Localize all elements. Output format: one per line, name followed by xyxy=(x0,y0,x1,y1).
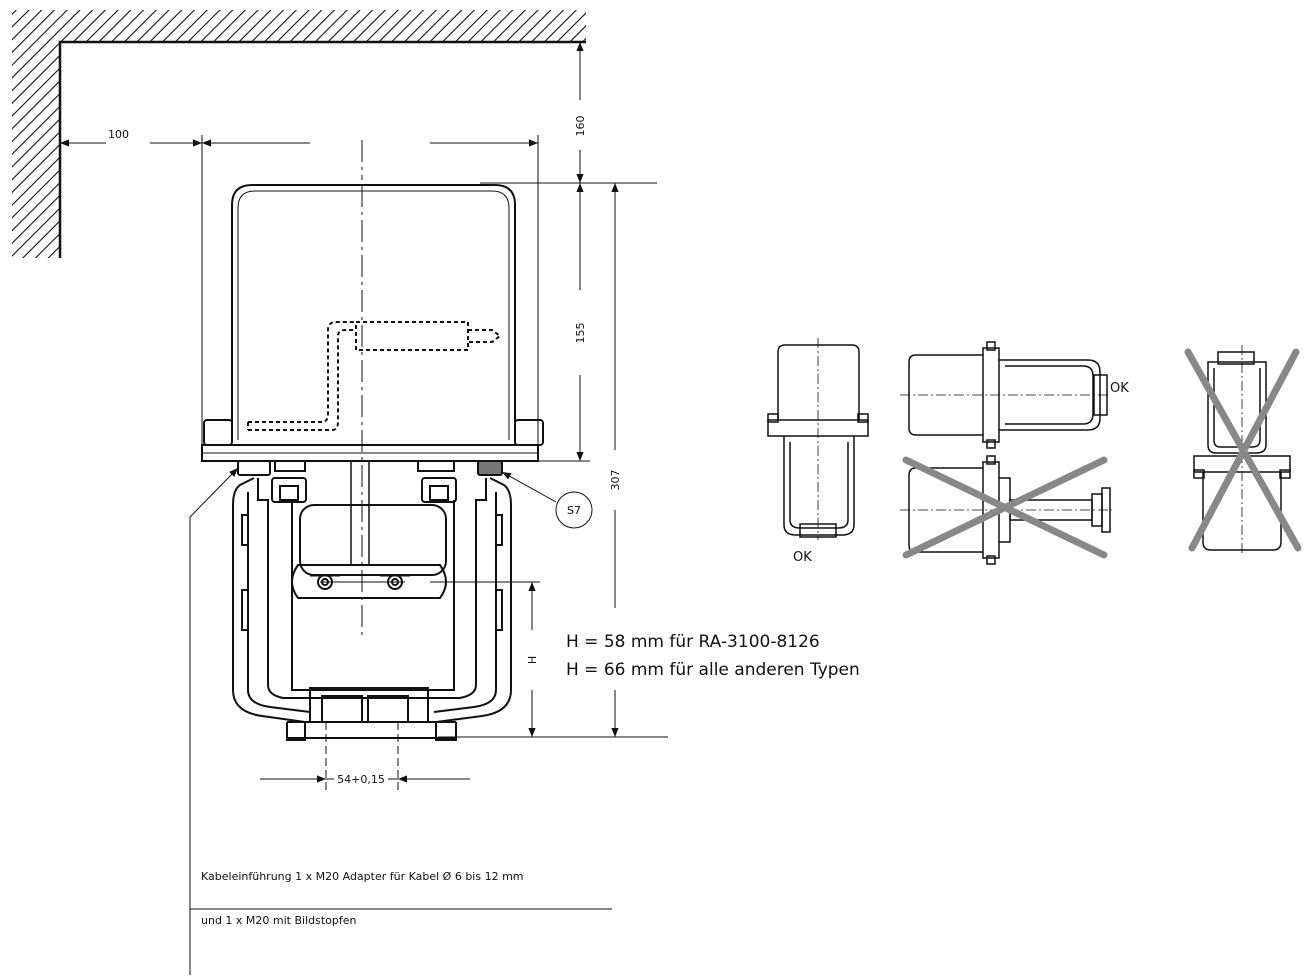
dim-307: 307 xyxy=(609,470,622,491)
label-ok-upright: OK xyxy=(793,550,812,565)
dim-155: 155 xyxy=(574,323,587,344)
cable-gland-left xyxy=(237,460,271,476)
dim-160: 160 xyxy=(574,116,587,137)
s7-callout-circle xyxy=(555,491,593,529)
cross-mark-extended xyxy=(902,456,1108,559)
dim-h: H xyxy=(526,656,539,664)
label-ok-horizontal: OK xyxy=(1110,381,1129,396)
wall-ceiling xyxy=(12,10,586,258)
cable-gland-right xyxy=(477,460,503,476)
yoke xyxy=(232,477,306,741)
note-cable-plug: und 1 x M20 mit Bildstopfen xyxy=(201,914,357,927)
dim-54: 54+0,15 xyxy=(337,773,385,786)
actuator-front-view xyxy=(201,184,544,741)
note-cable-entry: Kabeleinführung 1 x M20 Adapter für Kabe… xyxy=(201,870,524,883)
center-lines xyxy=(320,140,405,790)
screw-boss-right xyxy=(514,419,544,446)
orientation-upright-ok xyxy=(767,338,869,540)
actuator-cover xyxy=(231,184,516,442)
stem-coupling xyxy=(291,564,447,599)
orientation-upside-down-crossed xyxy=(1193,345,1291,556)
orientation-horizontal-ok xyxy=(900,341,1110,449)
note-h-58: H = 58 mm für RA-3100-8126 xyxy=(566,632,820,652)
screw-boss-left xyxy=(203,419,233,446)
label-s7: S7 xyxy=(567,504,581,517)
note-h-66: H = 66 mm für alle anderen Typen xyxy=(566,660,860,680)
internal-cable-route xyxy=(248,321,502,431)
cross-mark-upside-down xyxy=(1184,348,1302,552)
dim-100: 100 xyxy=(108,128,129,141)
dimension-lines xyxy=(60,42,668,975)
